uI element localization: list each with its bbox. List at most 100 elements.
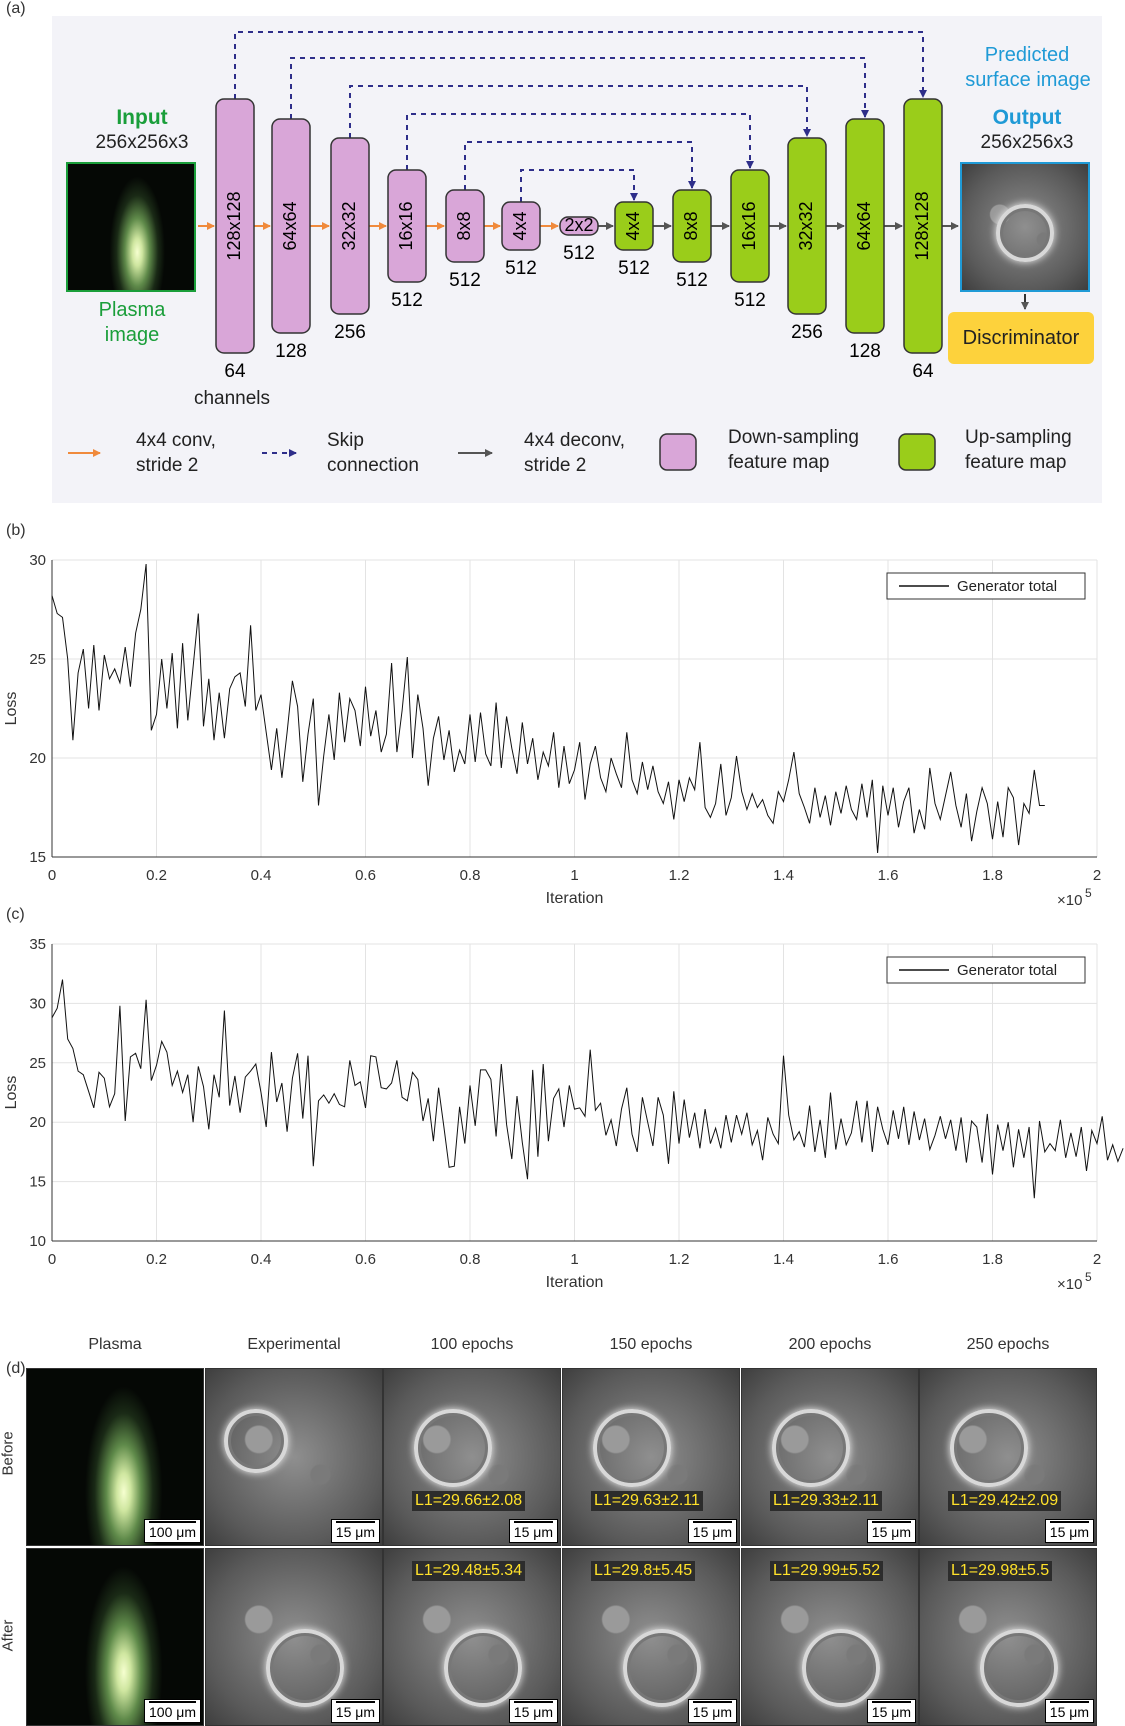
scale-bar-line: [692, 1701, 732, 1703]
scale-bar: 15 μm: [866, 1519, 916, 1543]
up-block-2: [672, 189, 712, 263]
plasma-image-before-1: 100 μm: [26, 1368, 204, 1546]
predicted-label-line1: Predicted: [984, 44, 1070, 66]
scale-bar-text: 15 μm: [1049, 1704, 1089, 1720]
sem-image-before-2: 15 μm: [205, 1368, 383, 1546]
x-multiplier-b: ×10: [1057, 892, 1082, 909]
scale-bar-text: 15 μm: [1049, 1524, 1089, 1540]
x-multiplier-exp-b: 5: [1085, 886, 1092, 900]
crater-ring: [414, 1409, 492, 1487]
l1-score-label: L1=29.42±2.09: [948, 1491, 1062, 1511]
predicted-surface-image: [960, 162, 1090, 292]
legend-conv-line1: 4x4 conv,: [136, 430, 216, 451]
x-tick-label-c-3: 0.6: [355, 1251, 376, 1268]
column-header-1: Plasma: [88, 1336, 142, 1353]
down-block-7: [559, 216, 599, 236]
panel-label-d: (d): [6, 1360, 26, 1377]
legend-deconv-line1: 4x4 deconv,: [524, 430, 626, 451]
up-block-channels-2: 512: [676, 270, 708, 291]
down-block-channels-1: 64: [224, 361, 246, 382]
crater-ring: [802, 1629, 880, 1707]
up-block-4: [787, 137, 827, 315]
down-block-5: [445, 189, 485, 263]
y-tick-label-c-1: 15: [29, 1174, 46, 1191]
y-tick-label-c-5: 35: [29, 936, 46, 953]
legend-down-swatch: [659, 433, 697, 471]
down-block-size-5: 8x8: [454, 211, 474, 240]
plasma-label-line1: Plasma: [98, 299, 166, 321]
y-tick-label-c-3: 25: [29, 1055, 46, 1072]
legend-up-swatch: [898, 433, 936, 471]
x-tick-label-b-10: 2: [1093, 867, 1101, 884]
scale-bar-text: 15 μm: [513, 1704, 553, 1720]
output-title: Output: [992, 106, 1062, 129]
down-block-channels-4: 512: [391, 290, 423, 311]
panel-label-a: (a): [6, 0, 26, 17]
down-block-1: [215, 98, 255, 354]
up-block-5: [845, 118, 885, 334]
x-tick-label-b-0: 0: [48, 867, 56, 884]
l1-score-label: L1=29.99±5.52: [770, 1561, 884, 1581]
x-tick-label-b-4: 0.8: [460, 867, 481, 884]
x-tick-label-c-7: 1.4: [773, 1251, 794, 1268]
panel-label-c: (c): [6, 906, 25, 923]
scale-bar: 15 μm: [330, 1699, 380, 1723]
up-block-size-5: 64x64: [854, 201, 874, 250]
scale-bar: 100 μm: [144, 1519, 201, 1543]
down-block-channels-7: 512: [563, 243, 595, 264]
crater-ring: [444, 1629, 522, 1707]
scale-bar: 15 μm: [508, 1699, 558, 1723]
scale-bar-line: [335, 1521, 375, 1523]
y-tick-label-c-0: 10: [29, 1233, 46, 1250]
x-tick-label-b-8: 1.6: [878, 867, 899, 884]
scale-bar-line: [513, 1701, 553, 1703]
up-block-size-3: 16x16: [739, 201, 759, 250]
up-block-size-2: 8x8: [681, 211, 701, 240]
x-multiplier-c: ×10: [1057, 1276, 1082, 1293]
series-line-b-0: [51, 563, 1045, 854]
scale-bar-text: 15 μm: [692, 1524, 732, 1540]
skip-connection-1: [234, 31, 927, 99]
crater-ring: [224, 1409, 288, 1473]
plasma-label-line2: image: [104, 324, 160, 346]
input-size: 256x256x3: [95, 132, 189, 153]
l1-score-label: L1=29.63±2.11: [591, 1491, 703, 1511]
scale-bar-text: 100 μm: [149, 1524, 196, 1540]
down-block-3: [330, 137, 370, 315]
sem-image-before-6: 15 μm L1=29.42±2.09: [919, 1368, 1097, 1546]
legend-deconv-line2: stride 2: [524, 455, 587, 476]
legend-up-line2: feature map: [965, 452, 1067, 473]
up-block-size-1: 4x4: [623, 211, 643, 240]
legend-up-line1: Up-sampling: [965, 427, 1072, 448]
sem-image-before-5: 15 μm L1=29.33±2.11: [741, 1368, 919, 1546]
crater-ring: [266, 1629, 344, 1707]
scale-bar-line: [513, 1521, 553, 1523]
y-tick-label-c-2: 20: [29, 1114, 46, 1131]
plasma-image-after-1: 100 μm: [26, 1548, 204, 1726]
y-axis-label-c: Loss: [3, 1076, 20, 1110]
x-tick-label-c-9: 1.8: [982, 1251, 1003, 1268]
scale-bar-text: 15 μm: [513, 1524, 553, 1540]
crater-ring: [980, 1629, 1058, 1707]
column-header-3: 100 epochs: [430, 1336, 514, 1353]
scale-bar: 15 μm: [1044, 1699, 1094, 1723]
scale-bar-text: 15 μm: [335, 1704, 375, 1720]
down-block-6: [501, 201, 541, 251]
up-block-1: [614, 201, 654, 251]
x-tick-label-c-0: 0: [48, 1251, 56, 1268]
l1-score-label: L1=29.33±2.11: [770, 1491, 882, 1511]
x-tick-label-c-4: 0.8: [460, 1251, 481, 1268]
input-title: Input: [116, 106, 168, 129]
discriminator-box: Discriminator: [948, 312, 1094, 364]
skip-connection-5: [464, 141, 696, 190]
scale-bar-text: 15 μm: [692, 1704, 732, 1720]
x-tick-label-c-5: 1: [570, 1251, 578, 1268]
scale-bar-line: [692, 1521, 732, 1523]
x-tick-label-b-5: 1: [570, 867, 578, 884]
